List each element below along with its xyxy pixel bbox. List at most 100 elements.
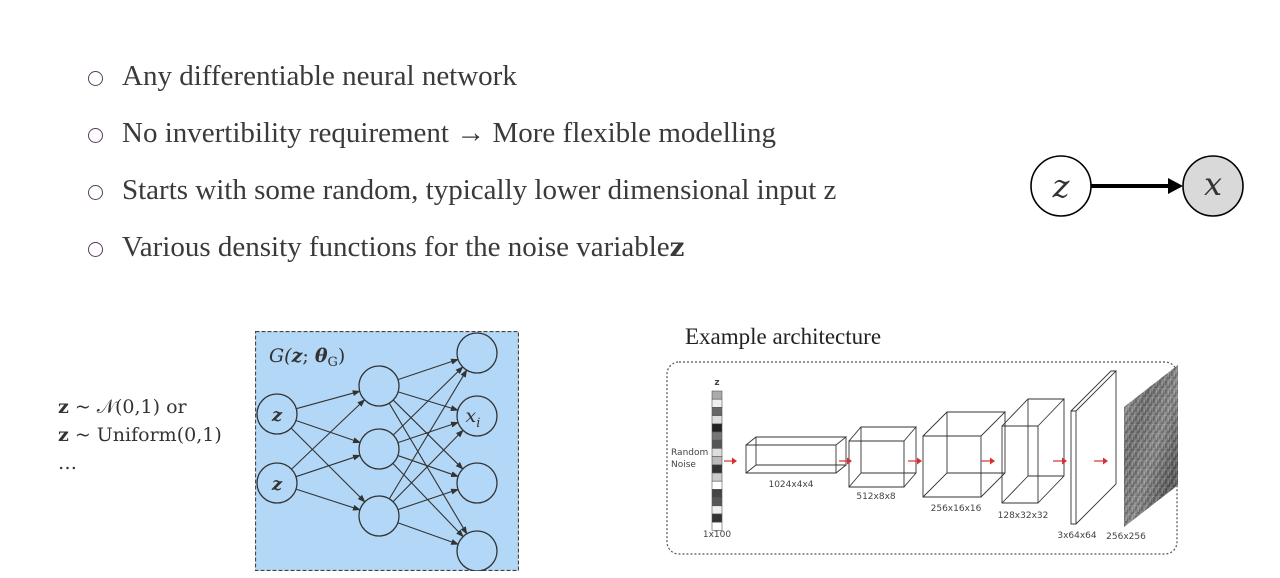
layer-arrow-head	[732, 457, 737, 465]
hidden-node	[358, 428, 400, 470]
noise-cell	[711, 489, 723, 498]
layer-size-label: 3x64x64	[1057, 531, 1097, 541]
layer-arrows	[724, 457, 1108, 465]
output-node	[456, 332, 498, 374]
input-caption-line1: Random	[671, 448, 708, 458]
bullet-circle-icon	[88, 185, 103, 200]
output-node	[456, 530, 498, 571]
normal-dist-text: ~ 𝒩(0,1) or	[68, 396, 187, 418]
layer-arrow-head	[1103, 457, 1108, 465]
bullet-list: Any differentiable neural network No inv…	[88, 48, 836, 276]
bullet-text: Various density functions for the noise …	[122, 231, 670, 263]
network-edge	[295, 419, 362, 444]
noise-var: z	[58, 424, 69, 446]
layer-arrow-head	[1062, 457, 1067, 465]
network-edge	[397, 522, 460, 545]
layer-box	[1070, 370, 1118, 525]
architecture-title: Example architecture	[685, 324, 882, 349]
layer-size-label: 1024x4x4	[768, 480, 813, 490]
layer-size-label: 256x16x16	[931, 504, 982, 514]
network-edge	[388, 369, 468, 500]
noise-cell	[711, 390, 723, 400]
network-edge	[295, 488, 361, 511]
edge-arrow-head	[1168, 178, 1183, 194]
layer-size-label: 256x256	[1106, 532, 1146, 542]
noise-vector	[711, 390, 723, 531]
bullet-item: Starts with some random, typically lower…	[88, 162, 836, 219]
hidden-node	[358, 495, 400, 537]
input-var-label: z	[714, 378, 719, 388]
layer-box	[848, 426, 917, 488]
network-edge	[397, 421, 459, 444]
noise-distributions: z ~ 𝒩(0,1) or z ~ Uniform(0,1) …	[58, 393, 222, 477]
noise-cell	[711, 398, 723, 408]
noise-cell	[711, 431, 723, 441]
noise-var: z	[58, 396, 69, 418]
output-node	[456, 462, 498, 504]
input-size-label: 1x100	[703, 530, 732, 540]
noise-cell	[711, 464, 723, 474]
bullet-circle-icon	[88, 242, 103, 257]
input-node-label: z	[271, 474, 283, 495]
uniform-dist-text: ~ Uniform(0,1)	[68, 424, 222, 446]
input-node-label: z	[271, 405, 283, 426]
network-edge	[388, 402, 468, 535]
distribution-uniform: z ~ Uniform(0,1)	[58, 421, 222, 449]
noise-cell	[711, 472, 723, 482]
bullet-item: Any differentiable neural network	[88, 48, 836, 105]
generator-label: G(z; θG)	[269, 345, 345, 370]
network-edge	[291, 399, 366, 470]
layer-box	[1001, 398, 1066, 504]
bullet-circle-icon	[88, 128, 103, 143]
observed-node-label: x	[1204, 165, 1222, 203]
network-edge	[295, 454, 361, 478]
network-edges	[290, 358, 468, 545]
bullet-item: No invertibility requirement → More flex…	[88, 105, 836, 162]
network-edge	[296, 390, 361, 410]
output-node	[456, 395, 498, 437]
layer-size-label: 128x32x32	[998, 511, 1049, 521]
noise-cell	[711, 448, 723, 457]
graphical-model: z x	[1030, 155, 1244, 217]
layer-size-label: 512x8x8	[856, 492, 896, 502]
bullet-bold-var: z	[669, 232, 685, 263]
output-image-texture	[1124, 365, 1178, 527]
distribution-normal: z ~ 𝒩(0,1) or	[58, 393, 222, 421]
bullet-text: Any differentiable neural network	[122, 60, 517, 92]
bullet-text: No invertibility requirement → More flex…	[122, 117, 776, 149]
noise-cell	[711, 513, 723, 523]
network-edge	[392, 366, 464, 436]
bullet-item: Various density functions for the noise …	[88, 219, 836, 276]
network-edge	[392, 429, 464, 503]
distribution-ellipsis: …	[58, 452, 77, 474]
network-edge	[290, 427, 366, 503]
layer-arrow-head	[917, 457, 922, 465]
latent-node-label: z	[1052, 167, 1071, 205]
observed-node	[1182, 155, 1244, 217]
noise-cell	[711, 415, 723, 425]
input-caption-line2: Noise	[671, 460, 696, 470]
bullet-circle-icon	[88, 71, 103, 86]
input-node	[256, 462, 298, 504]
input-node	[256, 393, 298, 435]
network-edge	[397, 358, 459, 381]
layer-arrow-head	[847, 457, 852, 465]
layer-arrow-head	[990, 457, 995, 465]
layer-box	[922, 411, 1007, 498]
architecture-diagram: z Random Noise 1x100 1024x4x4 512x8x8 25…	[666, 361, 1178, 555]
noise-cell	[711, 497, 723, 507]
noise-cell	[711, 480, 723, 490]
network-edge	[397, 488, 459, 511]
noise-cell	[711, 407, 723, 416]
architecture-frame	[666, 361, 1178, 555]
noise-cell	[711, 505, 723, 515]
noise-cell	[711, 521, 723, 531]
layer-box	[745, 436, 848, 474]
noise-cell	[711, 439, 723, 449]
noise-cell	[711, 456, 723, 466]
hidden-node	[358, 365, 400, 407]
noise-cell	[711, 423, 723, 433]
bullet-text: Starts with some random, typically lower…	[122, 174, 837, 206]
